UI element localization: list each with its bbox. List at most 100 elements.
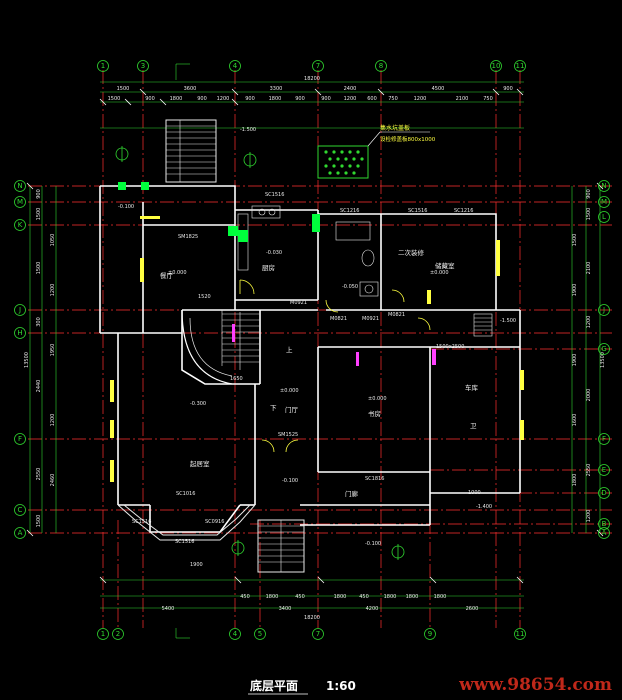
bottom-axis-label: 5 (258, 630, 262, 638)
room-kitchen: 厨房 (262, 263, 275, 272)
top-axis-label: 3 (141, 62, 145, 70)
bottom-dim2-3: 450 (295, 594, 305, 600)
left-axis-label: K (18, 221, 23, 229)
axis-lines (28, 70, 612, 628)
right-dim2-5: 1800 (572, 474, 578, 487)
top-grid-bubbles (97, 60, 526, 72)
level-stair-top: -1.500 (500, 318, 516, 324)
right-axis-label: M (601, 198, 607, 206)
left-axis-label: M (17, 198, 23, 206)
bottom-dim2-4: 1800 (334, 594, 347, 600)
right-dim-4: 1200 (586, 316, 592, 329)
right-axis-label: B (602, 520, 607, 528)
bottom-dim2-8: 1800 (434, 594, 447, 600)
east-stair (473, 313, 493, 337)
level-dining: ±0.000 (168, 270, 187, 276)
top-dimension-labels: 18200 1500 3600 3300 2400 4500 900 1500 … (108, 76, 513, 102)
level-kitchen: -0.030 (266, 250, 282, 256)
bottom-axis-label: 9 (428, 630, 432, 638)
top-dim2-1: 1500 (108, 96, 121, 102)
bottom-dim-1: 5400 (162, 606, 175, 612)
right-dim2-3: 1900 (572, 354, 578, 367)
code: SC1516 (408, 208, 427, 214)
opening-codes: SC1516 SC1216 SC1516 SC1216 SM1825 M0921… (132, 192, 481, 568)
dim-1900: 1900 (190, 562, 203, 568)
bottom-dim2-5: 450 (359, 594, 369, 600)
code: SC1516 (175, 539, 194, 545)
right-dim-1: 900 (586, 189, 592, 199)
left-axis-label: C (18, 506, 23, 514)
right-dim2-4: 1600 (572, 414, 578, 427)
top-dim2-10: 1200 (344, 96, 357, 102)
bottom-axis-label: 7 (316, 630, 320, 638)
dim-1650: 1650 (230, 376, 243, 382)
room-labels: 餐厅 厨房 起居室 门厅 书房 车库 门廊 储藏室 上 下 二次装修 卫 (160, 248, 479, 498)
dim-1520: 1520 (198, 294, 211, 300)
bottom-dim2-7: 1800 (406, 594, 419, 600)
bath-fixtures (335, 221, 379, 297)
top-dim2-2: 900 (145, 96, 155, 102)
top-dim-6: 900 (503, 86, 513, 92)
right-grid-labels: N M L J G F E D B A (601, 182, 607, 537)
right-axis-label: N (601, 182, 606, 190)
room-dining: 餐厅 (160, 271, 174, 280)
right-dim-2: 1500 (586, 208, 592, 221)
right-dim-5: 2000 (586, 389, 592, 402)
code: SC1516 (132, 519, 151, 525)
bottom-dim-3: 4200 (366, 606, 379, 612)
top-dim2-8: 900 (295, 96, 305, 102)
right-axis-label: G (601, 345, 606, 353)
right-axis-label: F (602, 435, 606, 443)
top-axis-label: 10 (492, 62, 501, 70)
bottom-dimension-labels: 18200 5400 3400 4200 2600 450 1800 450 1… (162, 594, 479, 621)
right-grid-bubbles (598, 180, 610, 539)
right-dim2-2: 1900 (572, 284, 578, 297)
bottom-dim-4: 2600 (466, 606, 479, 612)
level-bath: -0.050 (342, 284, 358, 290)
dimension-ticks (26, 88, 604, 584)
room-living: 起居室 (190, 459, 210, 468)
bottom-axis-label: 4 (233, 630, 238, 638)
top-dim-4: 2400 (344, 86, 357, 92)
code: M0921 (362, 316, 379, 322)
top-axis-label: 11 (516, 62, 525, 70)
left-dim2-2: 1200 (50, 284, 56, 297)
section-markers (232, 324, 436, 366)
left-grid-bubbles (14, 180, 26, 539)
bottom-axis-label: 11 (516, 630, 525, 638)
compass-icon (115, 146, 405, 560)
code: SC1516 (265, 192, 284, 198)
right-axis-label: J (602, 306, 605, 314)
left-dim2-3: 1950 (50, 344, 56, 357)
top-grid-labels: 1 3 4 7 8 10 11 (101, 62, 525, 70)
code: M0821 (330, 316, 347, 322)
bottom-dim2-2: 1800 (266, 594, 279, 600)
top-axis-label: 8 (379, 62, 383, 70)
level-outside3: -0.100 (282, 478, 298, 484)
code: SM1825 (178, 234, 198, 240)
right-axis-label: A (602, 529, 607, 537)
code: M0821 (388, 312, 405, 318)
left-dim-2: 1500 (36, 208, 42, 221)
accent-blocks (118, 182, 320, 242)
left-dim-7: 1500 (36, 515, 42, 528)
left-dim-5: 2440 (36, 380, 42, 393)
tank-note-2: 设检修盖板800x1000 (380, 135, 436, 143)
watermark: www.98654.com (458, 675, 612, 695)
drawing-title: 底层平面 1:60 (248, 678, 356, 695)
top-dim2-3: 1800 (170, 96, 183, 102)
level-store: ±0.000 (430, 270, 449, 276)
level-outside1: -0.100 (118, 204, 134, 210)
right-dim-6: 2550 (586, 464, 592, 477)
top-dim2-15: 750 (483, 96, 493, 102)
top-dim2-5: 1200 (217, 96, 230, 102)
curved-wall-inner (189, 317, 233, 377)
code: SC0916 (205, 519, 224, 525)
internal-stair (221, 310, 260, 370)
bottom-dim2-6: 1800 (384, 594, 397, 600)
dimension-lines (29, 63, 601, 639)
left-axis-label: N (17, 182, 22, 190)
north-stair (165, 119, 217, 183)
right-dim-7: 1200 (586, 510, 592, 523)
